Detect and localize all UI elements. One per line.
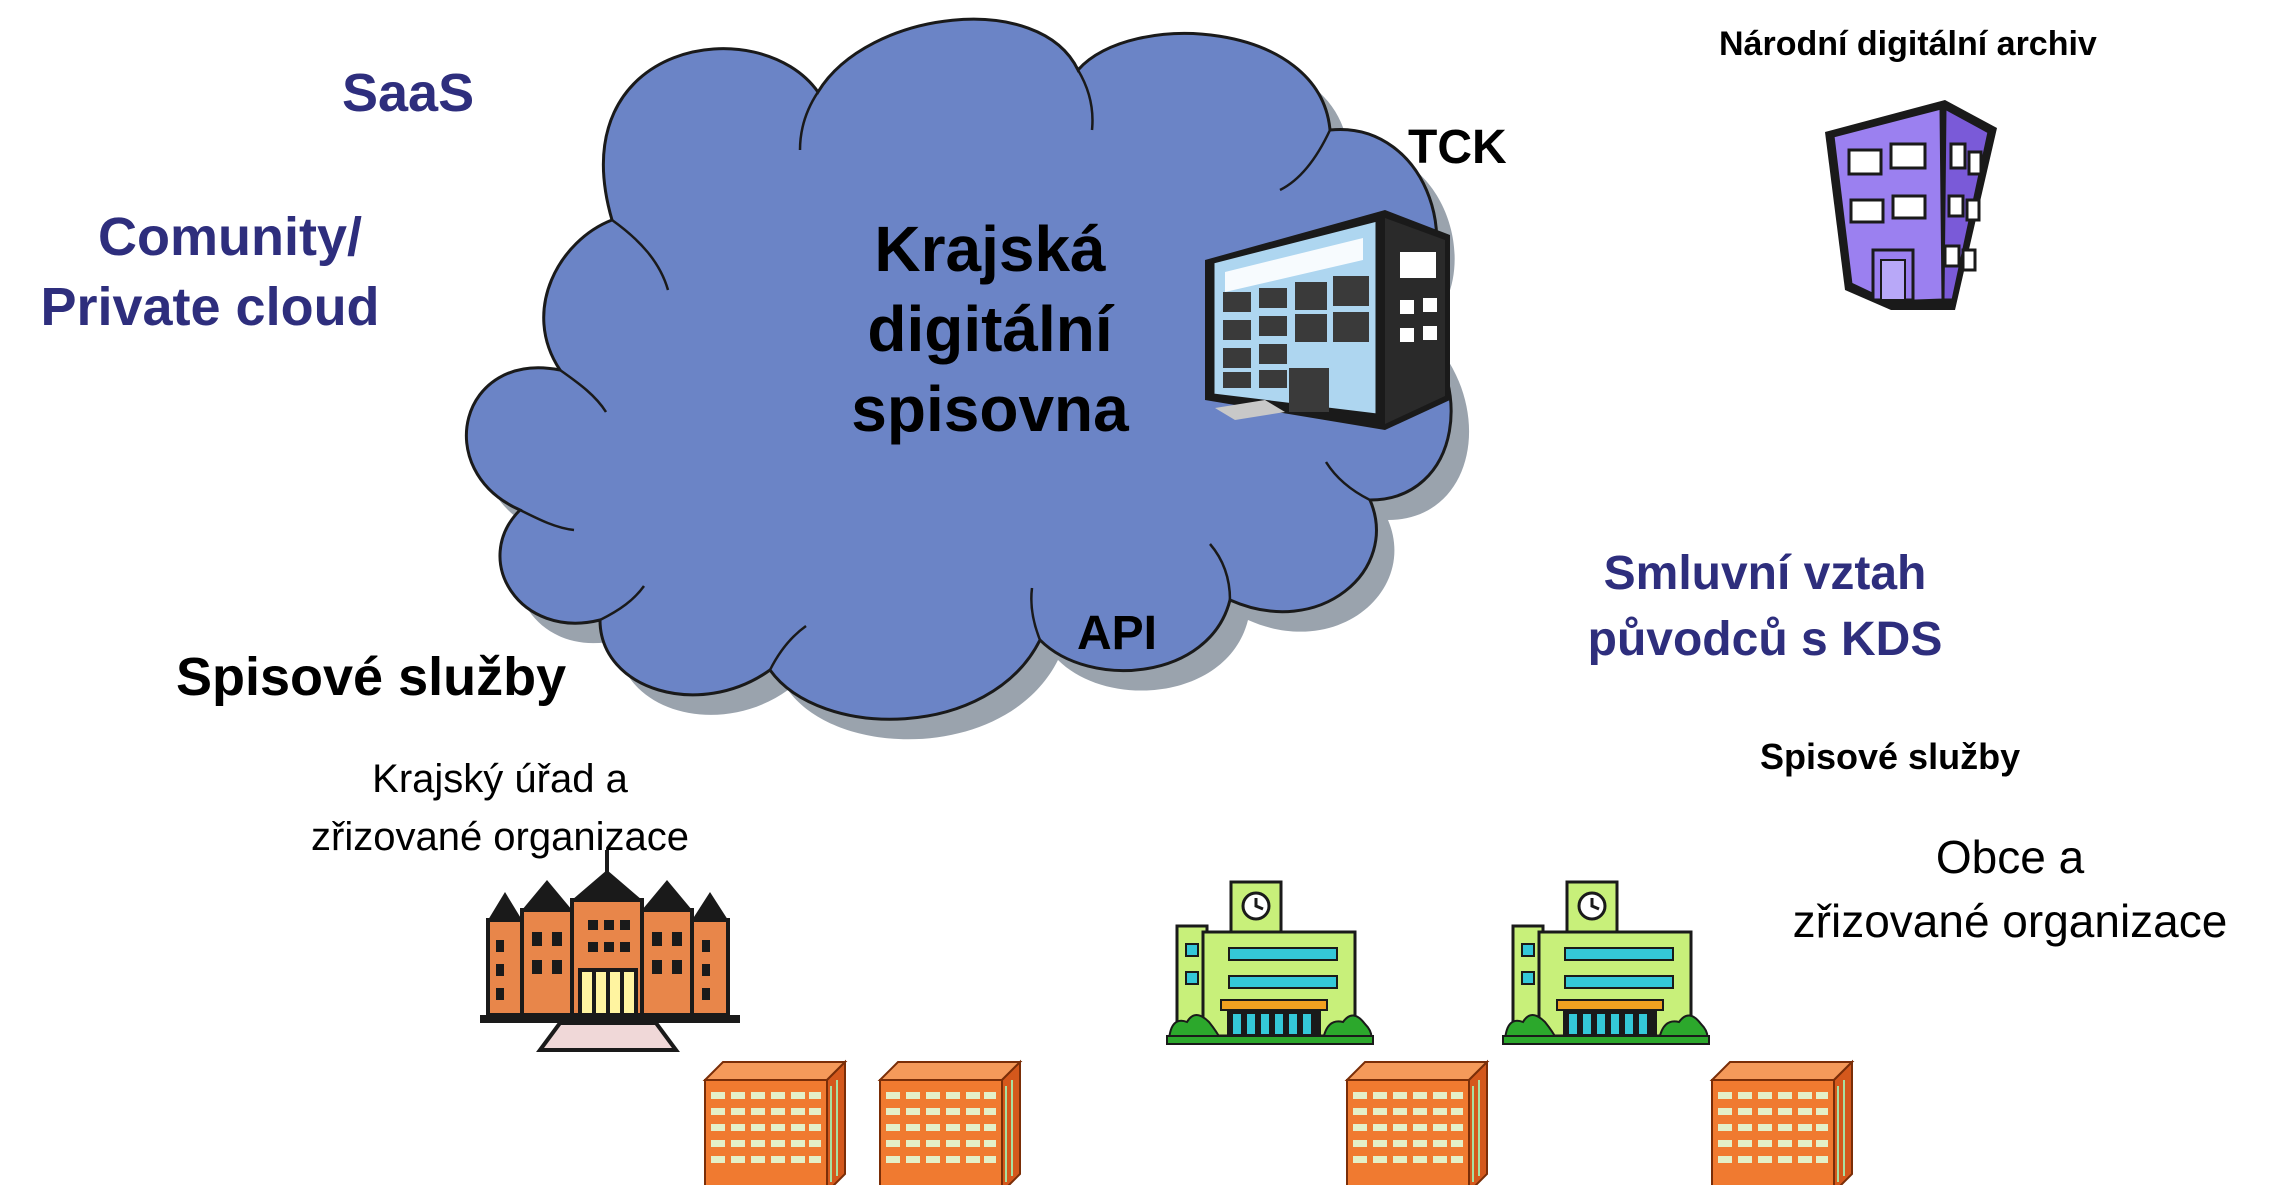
krajsky-urad-line2: zřizované organizace [311, 815, 689, 859]
tck-label: TCK [1408, 121, 1507, 174]
cloud-icon [464, 17, 1470, 740]
smluvni-vztah-line1: Smluvní vztah [1603, 547, 1927, 600]
saas-label: SaaS [342, 63, 475, 123]
apartment-building-icon [1346, 1061, 1488, 1185]
apartment-building-icon [879, 1061, 1021, 1185]
datacenter-building-icon [1205, 210, 1450, 430]
comunity-label-line1: Comunity/ [98, 207, 362, 267]
spisove-sluzby-left-label: Spisové služby [176, 647, 567, 707]
cloud-title-line2: digitální [867, 293, 1113, 365]
comunity-label-line2: Private cloud [40, 277, 380, 337]
apartment-building-icon [704, 1061, 846, 1185]
krajsky-urad-line1: Krajský úřad a [372, 757, 628, 801]
obce-line1: Obce a [1935, 831, 2085, 883]
town-hall-icon [1165, 880, 1375, 1046]
spisove-sluzby-right-label: Spisové služby [1760, 736, 2021, 777]
narodni-archiv-label: Národní digitální archiv [1719, 25, 2097, 63]
regional-office-building-icon [480, 850, 740, 1052]
town-hall-icon [1501, 880, 1711, 1046]
cloud-title-line3: spisovna [851, 373, 1129, 445]
cloud-title-line1: Krajská [874, 213, 1106, 285]
obce-line2: zřizované organizace [1792, 895, 2228, 947]
archive-building-icon [1825, 100, 1997, 310]
apartment-building-icon [1711, 1061, 1853, 1185]
smluvni-vztah-line2: původců s KDS [1587, 613, 1943, 666]
api-label: API [1077, 607, 1158, 660]
